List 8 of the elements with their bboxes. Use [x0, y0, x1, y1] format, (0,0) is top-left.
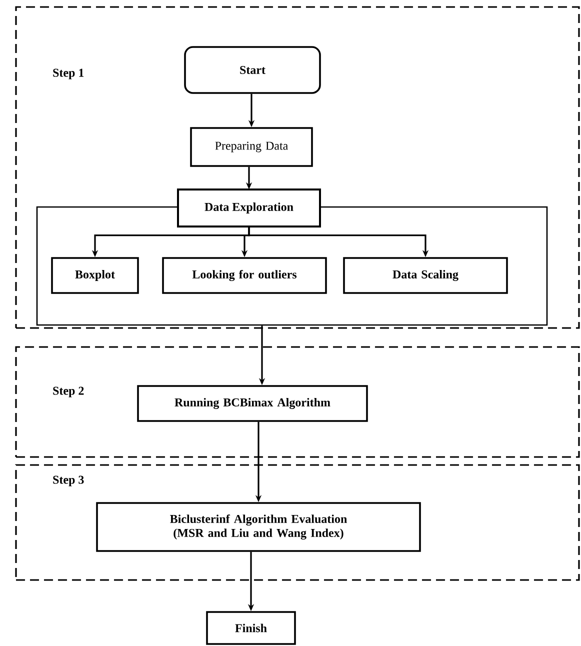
process-box: Looking for outliers	[162, 257, 327, 294]
process-box: Data Scaling	[343, 257, 508, 294]
process-box: Finish	[206, 611, 296, 645]
start-box: Start	[184, 46, 321, 94]
process-box: Preparing Data	[190, 127, 313, 167]
process-box: Running BCBimax Algorithm	[137, 385, 368, 422]
process-box: Boxplot	[51, 257, 139, 294]
process-box: Biclusterinf Algorithm Evaluation (MSR and Liu and Wang Index)	[96, 502, 421, 552]
